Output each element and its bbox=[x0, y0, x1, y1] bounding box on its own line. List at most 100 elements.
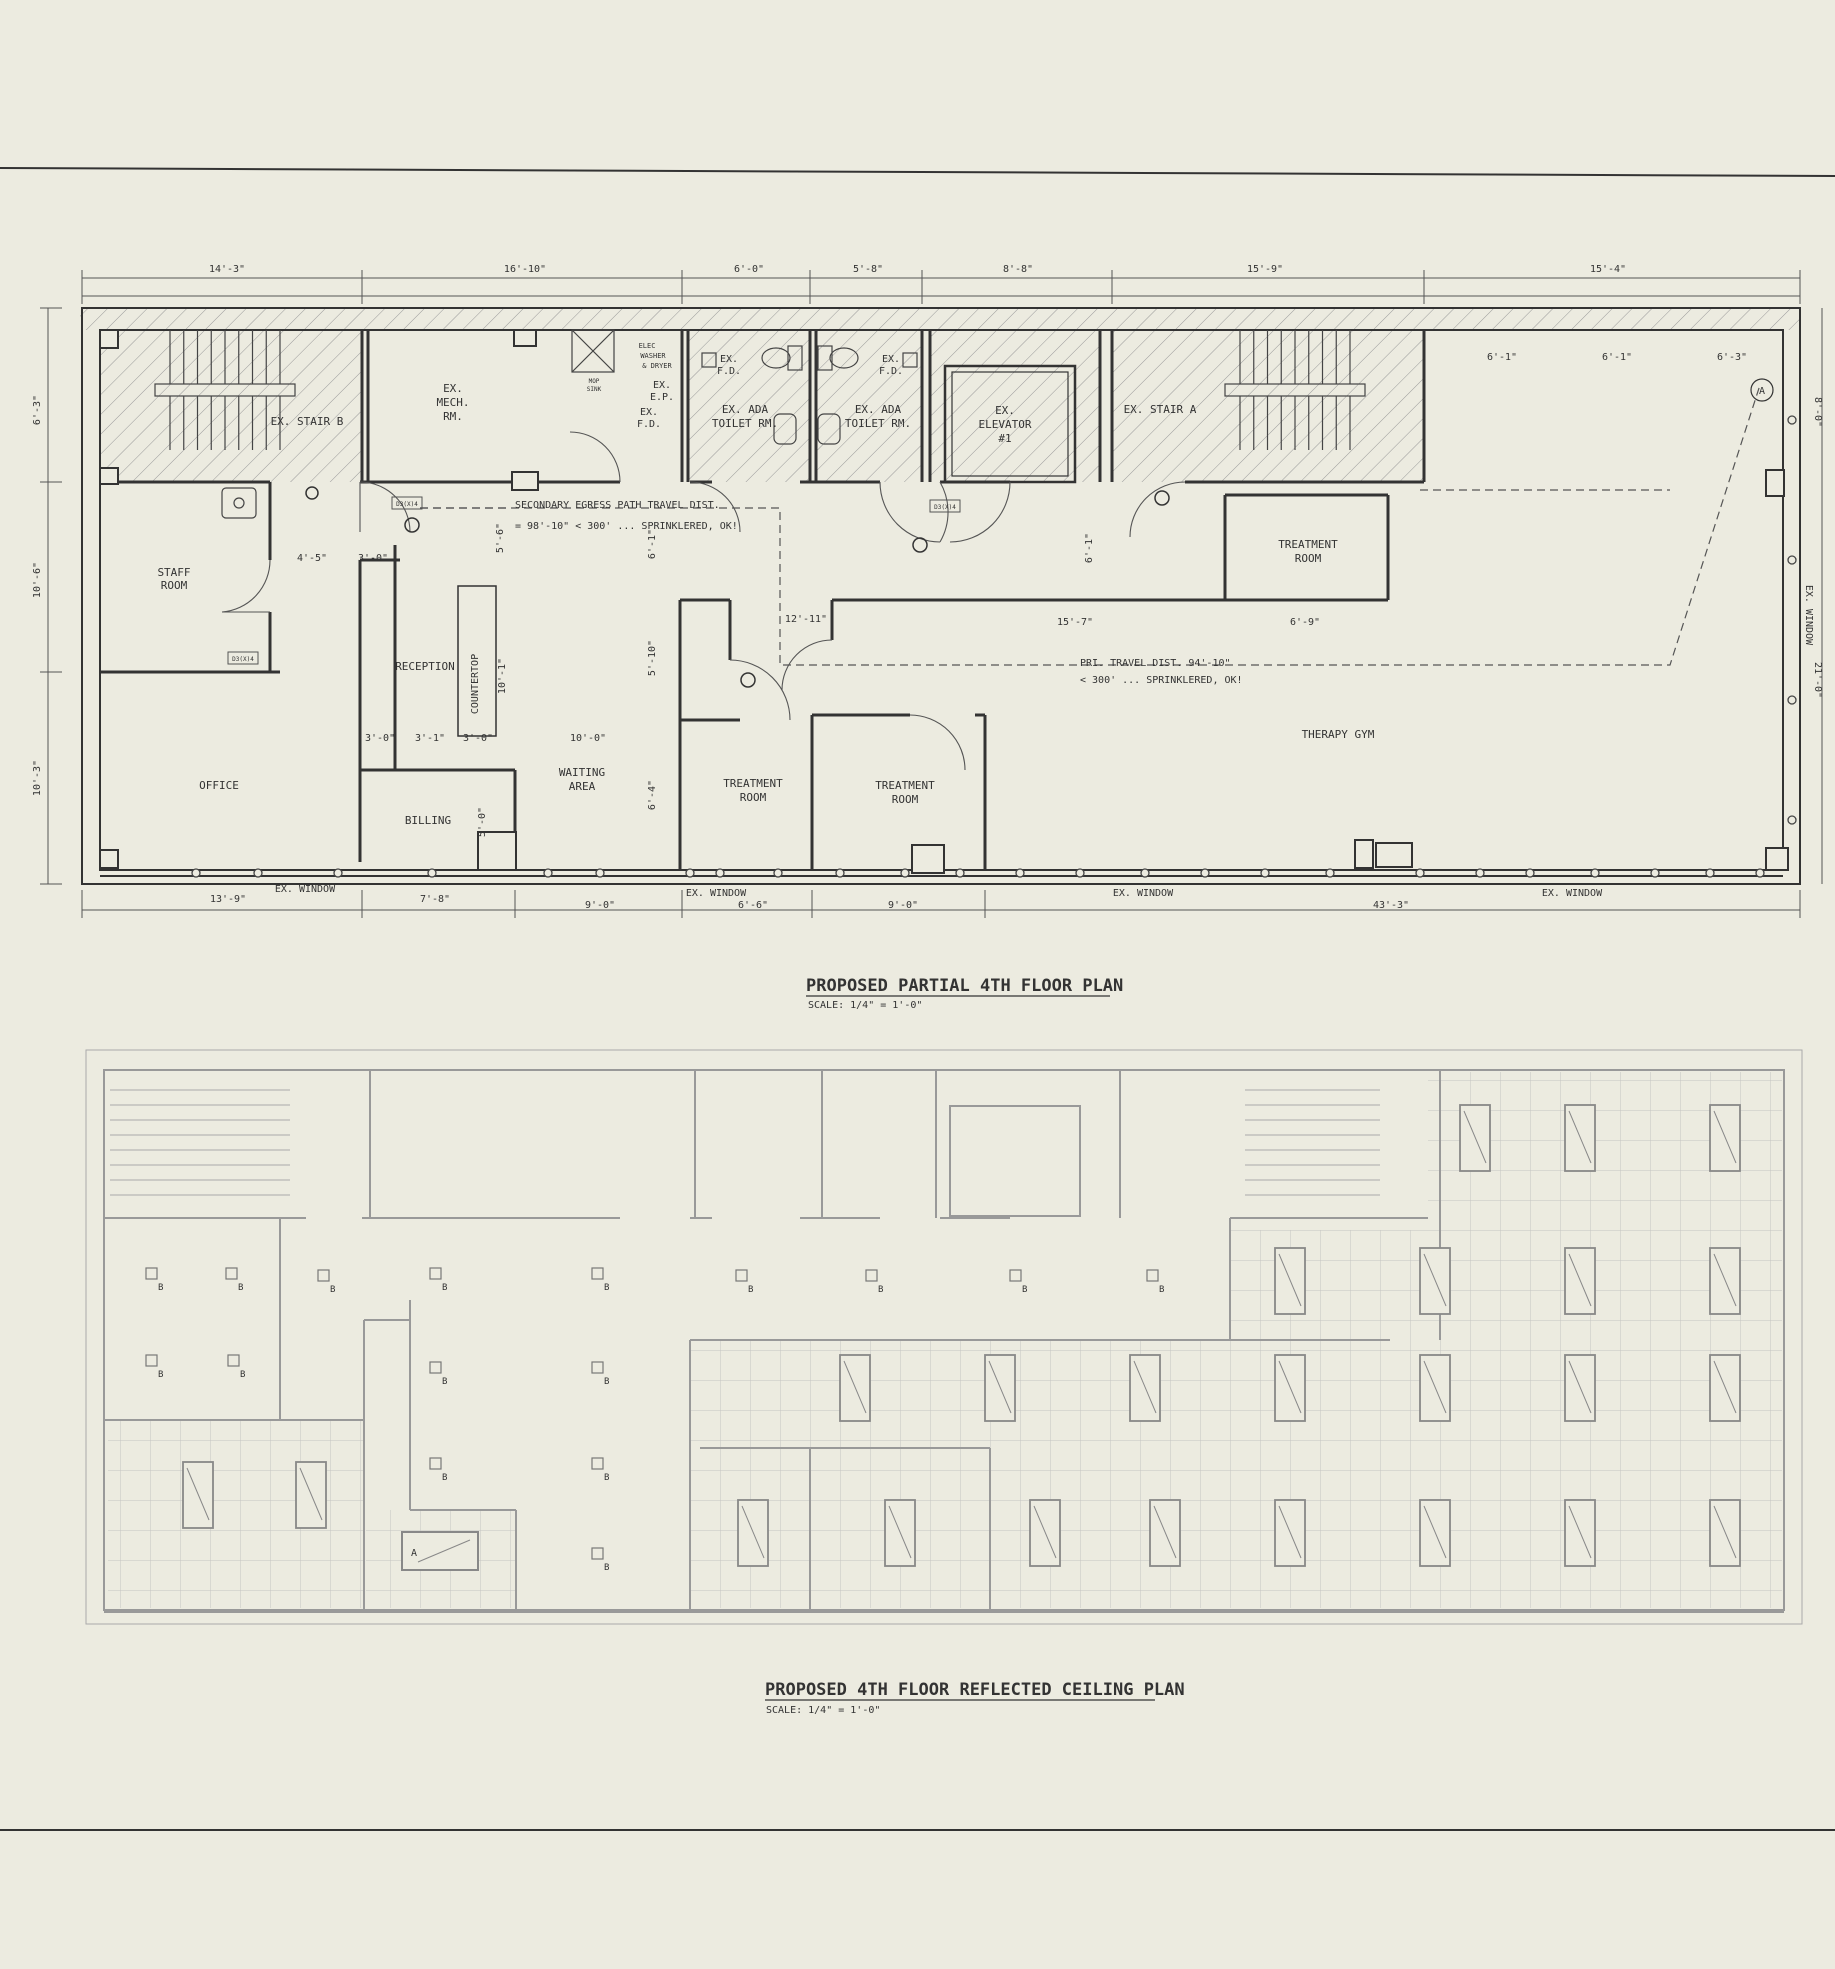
sprinkler-tag: B bbox=[240, 1370, 245, 1380]
svg-text:A: A bbox=[1759, 386, 1765, 397]
light-fixture-diagonal bbox=[843, 1360, 867, 1414]
sprinkler-tag: B bbox=[748, 1285, 753, 1295]
stair-a bbox=[1224, 330, 1366, 450]
label-office: OFFICE bbox=[199, 779, 239, 792]
svg-text:10'-0": 10'-0" bbox=[570, 733, 606, 744]
light-fixture-diagonal bbox=[1153, 1505, 1177, 1559]
sprinkler-tag: B bbox=[604, 1377, 609, 1387]
window-mullion bbox=[1590, 868, 1600, 878]
svg-text:WASHER: WASHER bbox=[640, 352, 666, 360]
sprinkler-tag: B bbox=[442, 1377, 447, 1387]
ceiling-walls bbox=[103, 1069, 1785, 1613]
sprinkler-tag: B bbox=[238, 1283, 243, 1293]
egress-paths bbox=[420, 384, 1761, 666]
sprinkler-head bbox=[1009, 1269, 1022, 1282]
svg-text:6'-9": 6'-9" bbox=[1290, 617, 1320, 628]
label-stair-a: EX. STAIR A bbox=[1124, 403, 1197, 416]
light-fixture-diagonal bbox=[1713, 1110, 1737, 1164]
svg-text:EX. WINDOW: EX. WINDOW bbox=[275, 884, 336, 895]
dim-top-4: 5'-8" bbox=[853, 264, 883, 275]
svg-text:6'-4": 6'-4" bbox=[647, 780, 658, 810]
sprinkler-head bbox=[1146, 1269, 1159, 1282]
dimension-lines bbox=[40, 270, 1823, 918]
svg-text:3'-0": 3'-0" bbox=[358, 553, 388, 564]
window-mullion bbox=[427, 868, 437, 878]
svg-text:8'-0": 8'-0" bbox=[1812, 397, 1823, 427]
sprinkler-head bbox=[591, 1361, 604, 1374]
sprinkler-tag: B bbox=[442, 1473, 447, 1483]
svg-text:6'-3": 6'-3" bbox=[32, 395, 43, 425]
window-mullion bbox=[1787, 695, 1797, 705]
ceiling-plan-title: PROPOSED 4TH FLOOR REFLECTED CEILING PLA… bbox=[765, 1680, 1185, 1700]
svg-text:EX. WINDOW: EX. WINDOW bbox=[1542, 888, 1603, 899]
window-mullion bbox=[1650, 868, 1660, 878]
dim-top-2: 16'-10" bbox=[504, 264, 546, 275]
sprinkler-tag: B bbox=[604, 1473, 609, 1483]
light-fixture bbox=[1709, 1247, 1741, 1315]
light-fixture-diagonal bbox=[1568, 1253, 1592, 1307]
window-mullion bbox=[900, 868, 910, 878]
label-therapy-gym: THERAPY GYM bbox=[1302, 728, 1375, 741]
sprinkler-head bbox=[591, 1547, 604, 1560]
light-fixture-diagonal bbox=[1278, 1505, 1302, 1559]
bottom-dimensions: 13'-9" 7'-8" 9'-0" 6'-6" 9'-0" 43'-3" bbox=[210, 894, 1409, 911]
svg-text:& DRYER: & DRYER bbox=[642, 362, 672, 370]
svg-text:D3(X)4: D3(X)4 bbox=[232, 656, 254, 663]
svg-text:MOP: MOP bbox=[589, 378, 600, 385]
window-mullion bbox=[1415, 868, 1425, 878]
light-fixtures bbox=[182, 1104, 1741, 1567]
label-toilet-1a: EX. ADA bbox=[722, 403, 769, 416]
window-mullion bbox=[1475, 868, 1485, 878]
svg-text:6'-1": 6'-1" bbox=[1602, 352, 1632, 363]
svg-text:ELEC: ELEC bbox=[639, 342, 656, 350]
sprinkler-head bbox=[735, 1269, 748, 1282]
sprinkler-tag: B bbox=[158, 1283, 163, 1293]
svg-text:F.D.: F.D. bbox=[637, 419, 661, 430]
svg-text:6'-1": 6'-1" bbox=[1084, 533, 1095, 563]
ceiling-plan-title-block: PROPOSED 4TH FLOOR REFLECTED CEILING PLA… bbox=[765, 1680, 1185, 1716]
inner-dimensions: 4'-5" 3'-0" 3'-0" 3'-1" 3'-0" 10'-1" 10'… bbox=[297, 523, 1320, 837]
svg-text:4'-5": 4'-5" bbox=[297, 553, 327, 564]
label-countertop: COUNTERTOP bbox=[470, 654, 481, 714]
sprinkler-tag: B bbox=[604, 1563, 609, 1573]
side-dimensions: 6'-3" 10'-6" 10'-3" 8'-0" 21'-0" EX. WIN… bbox=[32, 352, 1823, 796]
label-elevator-3: #1 bbox=[998, 432, 1011, 445]
sprinkler-tag: B bbox=[1159, 1285, 1164, 1295]
svg-text:15'-7": 15'-7" bbox=[1057, 617, 1093, 628]
svg-text:3'-0": 3'-0" bbox=[365, 733, 395, 744]
sprinkler-head bbox=[145, 1354, 158, 1367]
window-mullion bbox=[715, 868, 725, 878]
light-fixture-diagonal bbox=[1423, 1253, 1447, 1307]
window-mullion bbox=[1140, 868, 1150, 878]
plumbing-fixtures bbox=[221, 329, 918, 519]
sheet-border bbox=[0, 167, 1835, 1831]
dim-bottom-2: 7'-8" bbox=[420, 894, 450, 905]
dim-bottom-5: 9'-0" bbox=[888, 900, 918, 911]
svg-text:5'-0": 5'-0" bbox=[477, 807, 488, 837]
window-mullion bbox=[191, 868, 201, 878]
svg-text:5'-10": 5'-10" bbox=[647, 640, 658, 676]
light-fixture-diagonal bbox=[1278, 1253, 1302, 1307]
light-fixture-diagonal bbox=[186, 1467, 210, 1521]
light-fixture-diagonal bbox=[1033, 1505, 1057, 1559]
light-fixture-diagonal bbox=[1713, 1505, 1737, 1559]
sprinkler-head bbox=[591, 1457, 604, 1470]
point-a-marker: A bbox=[1750, 378, 1774, 402]
label-staff-1: STAFF bbox=[157, 566, 190, 579]
window-mullion bbox=[1015, 868, 1025, 878]
label-treatment-2b: ROOM bbox=[892, 793, 919, 806]
countertop bbox=[457, 585, 497, 737]
svg-text:D3(X)4: D3(X)4 bbox=[396, 501, 418, 508]
light-fixture-diagonal bbox=[299, 1467, 323, 1521]
dim-top-1: 14'-3" bbox=[209, 264, 245, 275]
light-fixture-diagonal bbox=[1713, 1253, 1737, 1307]
window-mullion bbox=[955, 868, 965, 878]
dim-top-3: 6'-0" bbox=[734, 264, 764, 275]
sprinkler-head bbox=[591, 1267, 604, 1280]
floor-plan-scale: SCALE: 1/4" = 1'-0" bbox=[808, 1000, 922, 1011]
svg-text:EX. WINDOW: EX. WINDOW bbox=[1803, 585, 1814, 646]
label-mech-1: EX. bbox=[443, 382, 463, 395]
svg-text:F.D.: F.D. bbox=[879, 366, 903, 377]
label-stair-b: EX. STAIR B bbox=[271, 415, 344, 428]
label-mech-3: RM. bbox=[443, 410, 463, 423]
